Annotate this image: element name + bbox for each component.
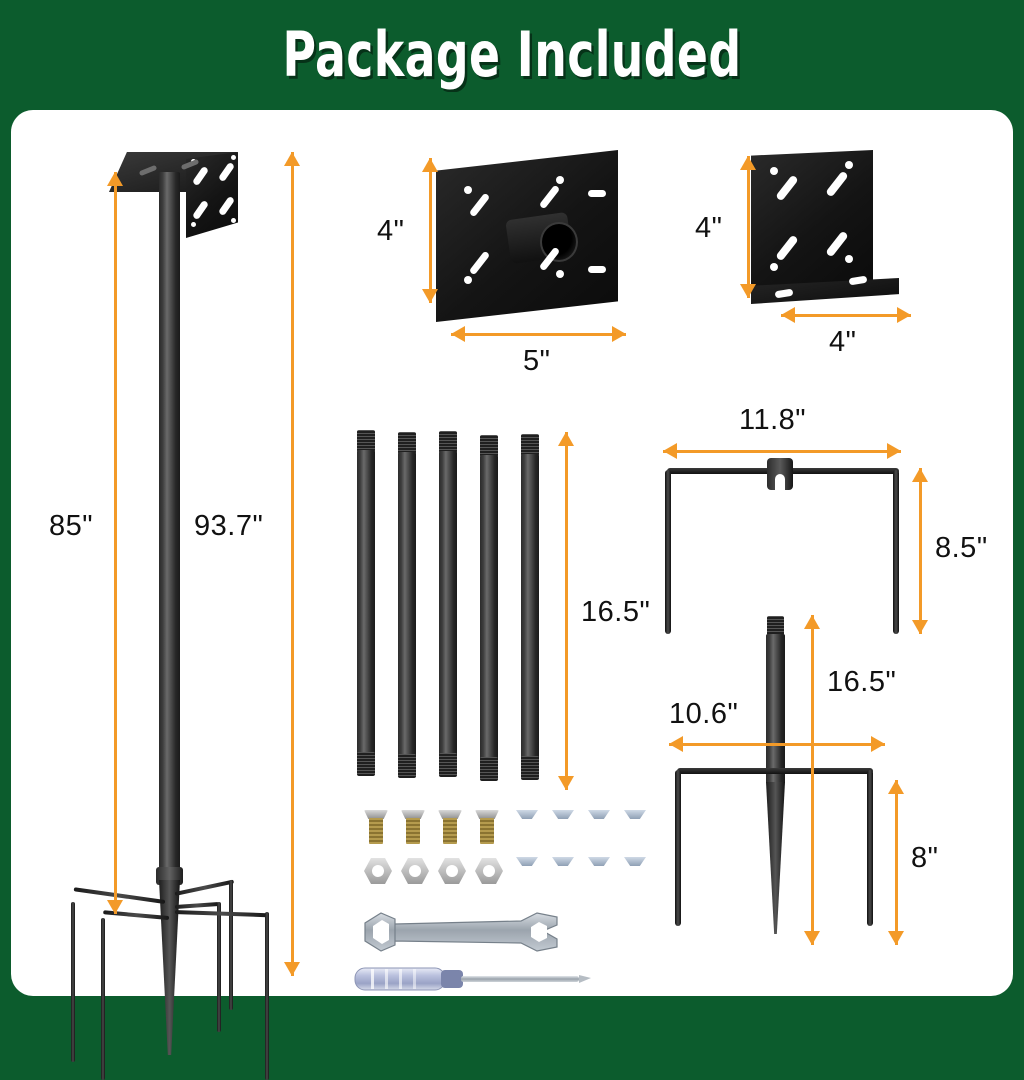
main-pole-prong-3-leg bbox=[229, 880, 233, 1010]
l-bracket-hole-4 bbox=[845, 255, 853, 263]
u-stake-collar-notch bbox=[775, 474, 785, 492]
infographic-root: Package Included bbox=[11, 18, 1013, 1080]
main-pole-assembly bbox=[11, 110, 321, 1080]
flat-plate-hole-4 bbox=[556, 270, 564, 278]
dimension-arrow-u-stake-8-5 bbox=[911, 468, 929, 634]
main-pole-prong-5-leg bbox=[265, 912, 269, 1080]
wrench-icon bbox=[364, 912, 558, 952]
dimension-label-spike-16-5: 16.5" bbox=[827, 666, 897, 698]
dimension-arrow-plate-4 bbox=[421, 158, 439, 303]
pole-bracket-hole-3 bbox=[191, 222, 196, 227]
spike-stake-shaft bbox=[766, 634, 785, 784]
dimension-label-spike-base-10-6: 10.6" bbox=[669, 698, 739, 730]
dimension-label-pole-93-7: 93.7" bbox=[194, 510, 264, 542]
content-card: 85" 93.7" bbox=[11, 110, 1013, 1080]
l-bracket-assembly bbox=[751, 150, 911, 325]
dimension-label-pole-85: 85" bbox=[49, 510, 94, 542]
dimension-arrow-u-stake-11-8 bbox=[663, 442, 901, 460]
flat-plate-hole-3 bbox=[464, 276, 472, 284]
dimension-label-bracket-4-height: 4" bbox=[695, 212, 723, 244]
l-bracket-hole-3 bbox=[770, 263, 778, 271]
dimension-arrow-spike-base-10-6 bbox=[669, 735, 885, 753]
main-pole-prong-1-leg bbox=[71, 902, 75, 1062]
u-ground-stake-assembly bbox=[659, 458, 907, 643]
main-pole-prong-4-arm bbox=[174, 901, 220, 909]
main-pole-prong-5-arm bbox=[174, 910, 270, 918]
dimension-label-spike-base-8: 8" bbox=[911, 842, 939, 874]
spike-stake-thread bbox=[767, 616, 784, 636]
spike-base-right-leg bbox=[867, 770, 873, 926]
dimension-label-bracket-4-depth: 4" bbox=[829, 326, 857, 358]
main-pole-prong-4-leg bbox=[217, 902, 221, 1032]
main-pole-prong-2-leg bbox=[101, 918, 105, 1080]
dimension-arrow-spike-base-8 bbox=[887, 780, 905, 945]
dimension-arrow-bracket-4-depth bbox=[781, 306, 911, 324]
flat-plate-hole-1 bbox=[464, 186, 472, 194]
flat-plate-hole-2 bbox=[556, 176, 564, 184]
dimension-label-u-stake-11-8: 11.8" bbox=[739, 404, 807, 436]
dimension-arrow-pole-85 bbox=[106, 172, 124, 914]
flat-plate-edge-slot-top bbox=[588, 190, 606, 197]
l-bracket-hole-2 bbox=[845, 161, 853, 169]
main-pole-prong-3-arm bbox=[174, 879, 235, 896]
dimension-arrow-spike-16-5 bbox=[803, 615, 821, 945]
u-stake-left-leg bbox=[665, 470, 671, 634]
pole-bracket-hole-2 bbox=[231, 155, 236, 160]
spike-base-left-leg bbox=[675, 770, 681, 926]
dimension-arrow-segment-16-5 bbox=[557, 432, 575, 790]
spike-stake-assembly bbox=[659, 610, 907, 960]
bolts-group bbox=[364, 810, 514, 860]
dimension-label-plate-5: 5" bbox=[523, 345, 551, 377]
dimension-label-plate-4: 4" bbox=[377, 215, 405, 247]
pole-segments-group bbox=[351, 430, 551, 800]
spike-stake-point bbox=[766, 782, 785, 934]
dimension-arrow-bracket-4-height bbox=[739, 156, 757, 298]
nuts-group bbox=[364, 858, 514, 898]
spike-base-top-bar bbox=[677, 768, 873, 774]
screws-group bbox=[516, 810, 666, 900]
dimension-arrow-pole-93-7 bbox=[283, 152, 301, 976]
pole-bracket-hole-4 bbox=[231, 218, 236, 223]
screwdriver-icon bbox=[354, 967, 591, 991]
flat-mount-plate-assembly bbox=[436, 150, 621, 340]
dimension-label-segment-16-5: 16.5" bbox=[581, 596, 651, 628]
page-title: Package Included bbox=[282, 18, 742, 91]
u-stake-right-leg bbox=[893, 470, 899, 634]
flat-plate-edge-slot-bottom bbox=[588, 266, 606, 273]
dimension-arrow-plate-5 bbox=[451, 325, 626, 343]
l-bracket-hole-1 bbox=[770, 167, 778, 175]
main-pole-tube bbox=[159, 172, 180, 882]
dimension-label-u-stake-8-5: 8.5" bbox=[935, 532, 988, 564]
